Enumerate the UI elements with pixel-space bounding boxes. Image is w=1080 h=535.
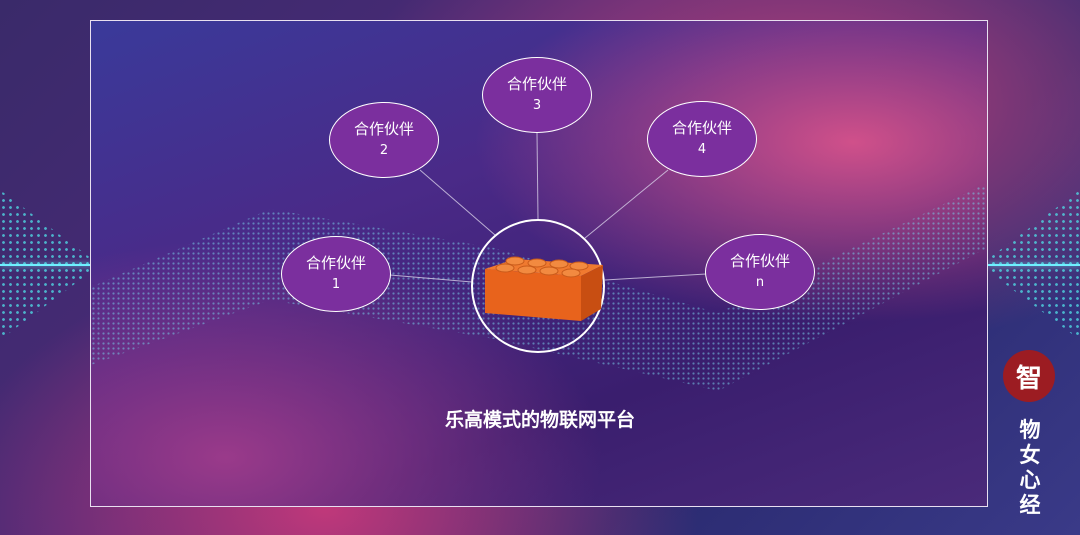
diagram-title: 乐高模式的物联网平台 [444, 409, 635, 431]
partner-index: n [755, 275, 765, 290]
glow-line-right [988, 264, 1080, 266]
partner-label: 合作伙伴 [729, 252, 790, 270]
partner-label: 合作伙伴 [305, 254, 366, 272]
partner-node-4[interactable]: 合作伙伴 4 [647, 101, 757, 177]
connector-3 [536, 132, 539, 220]
brand-name: 物女心经 [1019, 418, 1041, 517]
partner-label: 合作伙伴 [671, 119, 732, 137]
lego-brick-icon [485, 256, 603, 321]
platform-hub-circle [471, 219, 605, 353]
glow-line-left [0, 264, 92, 266]
connector-1 [389, 274, 473, 283]
partner-label: 合作伙伴 [506, 75, 567, 93]
partner-node-3[interactable]: 合作伙伴 3 [482, 57, 592, 133]
partner-node-n[interactable]: 合作伙伴 n [705, 234, 815, 310]
partner-node-1[interactable]: 合作伙伴 1 [281, 236, 391, 312]
partner-index: 4 [697, 142, 707, 157]
brand-logo: 智 [1003, 350, 1055, 402]
partner-index: 3 [532, 98, 542, 113]
connector-4 [584, 169, 669, 239]
logo-glyph: 智 [1015, 363, 1042, 394]
connector-2 [419, 169, 496, 236]
partner-index: 1 [331, 277, 341, 292]
partner-label: 合作伙伴 [353, 120, 414, 138]
partner-index: 2 [379, 143, 389, 158]
partner-node-2[interactable]: 合作伙伴 2 [329, 102, 439, 178]
connector-n [604, 273, 707, 281]
